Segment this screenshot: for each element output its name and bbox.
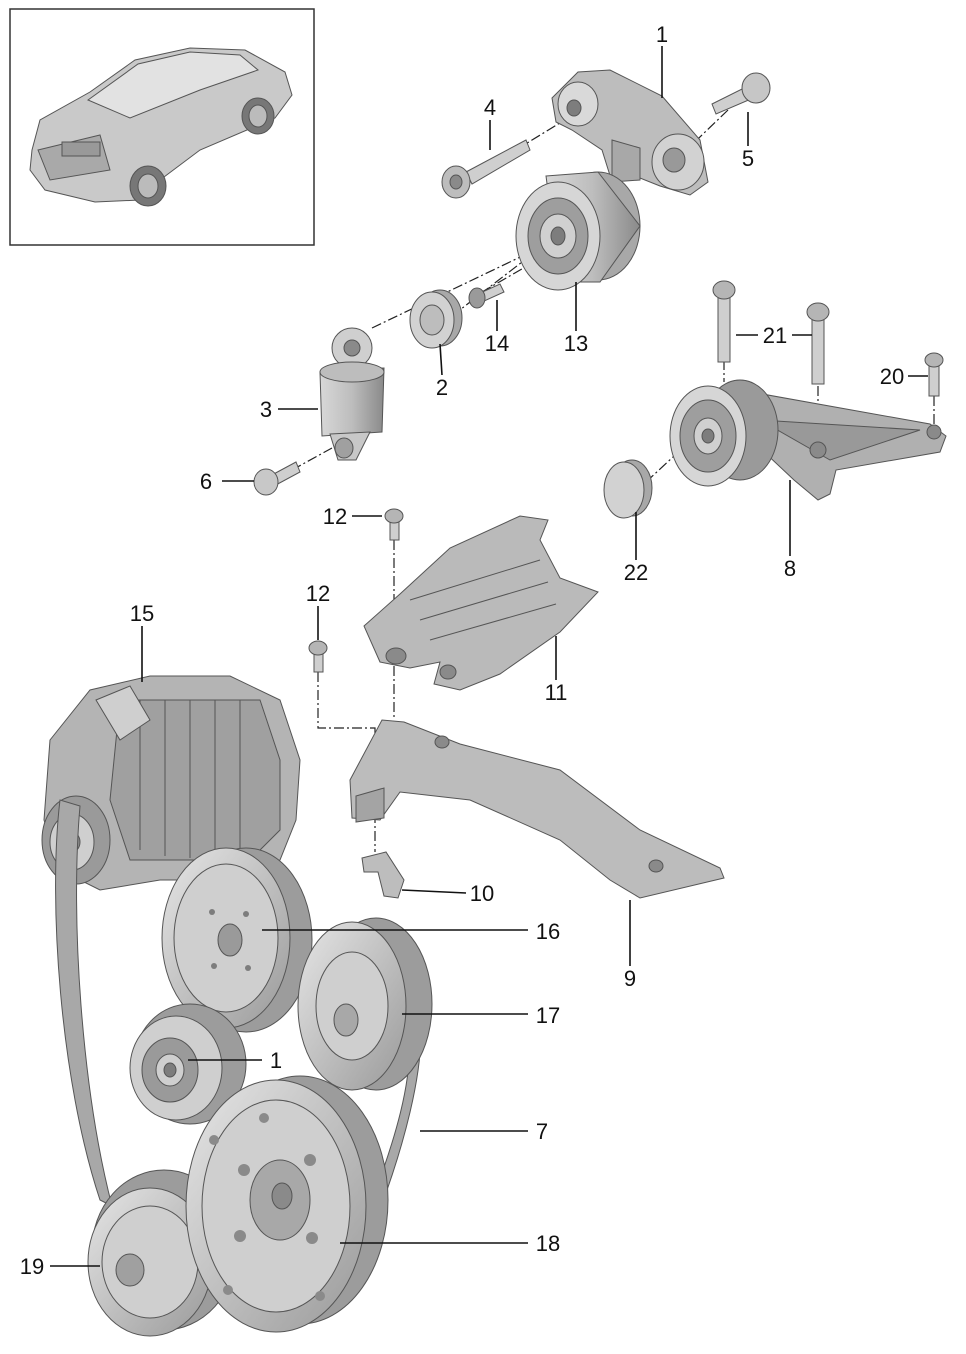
callout-13: 13 bbox=[564, 331, 588, 356]
callout-1-lower: 1 bbox=[270, 1048, 282, 1073]
callout-14: 14 bbox=[485, 331, 509, 356]
bolt-14 bbox=[468, 283, 505, 309]
leader-lines bbox=[50, 46, 928, 1267]
callout-1-upper: 1 bbox=[656, 22, 668, 47]
callout-3: 3 bbox=[260, 397, 272, 422]
callout-7: 7 bbox=[536, 1119, 548, 1144]
tensioner-pulley-1-lower bbox=[129, 1003, 247, 1125]
clip-10 bbox=[361, 851, 405, 899]
cover-cap-22 bbox=[603, 459, 653, 519]
vehicle-thumbnail bbox=[9, 8, 315, 246]
callout-4: 4 bbox=[484, 95, 496, 120]
callout-15: 15 bbox=[130, 601, 154, 626]
bolt-4 bbox=[441, 139, 531, 199]
callout-labels: 1 4 5 3 6 2 14 13 21 20 8 22 12 12 11 15… bbox=[20, 22, 904, 1279]
callout-6: 6 bbox=[200, 469, 212, 494]
idler-bracket-8 bbox=[669, 379, 947, 501]
bolt-5 bbox=[711, 72, 771, 115]
bolt-20 bbox=[924, 352, 944, 397]
callout-22: 22 bbox=[624, 560, 648, 585]
car-illustration bbox=[29, 47, 293, 207]
callout-12-lower: 12 bbox=[306, 581, 330, 606]
pulley-17 bbox=[297, 917, 433, 1091]
callout-21: 21 bbox=[763, 323, 787, 348]
bolts-12 bbox=[308, 508, 404, 673]
callout-20: 20 bbox=[880, 364, 904, 389]
crank-pulley-18 bbox=[185, 1075, 389, 1333]
callout-17: 17 bbox=[536, 1003, 560, 1028]
callout-19: 19 bbox=[20, 1254, 44, 1279]
support-bracket-9 bbox=[349, 719, 725, 899]
cover-cap-2 bbox=[409, 289, 463, 349]
idler-pulley-13 bbox=[515, 171, 641, 291]
tensioner-bracket bbox=[551, 69, 709, 196]
callout-9: 9 bbox=[624, 966, 636, 991]
callout-18: 18 bbox=[536, 1231, 560, 1256]
callout-12-upper: 12 bbox=[323, 504, 347, 529]
callout-16: 16 bbox=[536, 919, 560, 944]
callout-11: 11 bbox=[545, 680, 568, 705]
tensioner-damper-3 bbox=[319, 327, 385, 461]
callout-8: 8 bbox=[784, 556, 796, 581]
bolts-21 bbox=[712, 280, 830, 385]
bolt-6 bbox=[253, 461, 301, 496]
callout-5: 5 bbox=[742, 146, 754, 171]
callout-10: 10 bbox=[470, 881, 494, 906]
heat-shield-11 bbox=[363, 515, 599, 691]
callout-2: 2 bbox=[436, 375, 448, 400]
